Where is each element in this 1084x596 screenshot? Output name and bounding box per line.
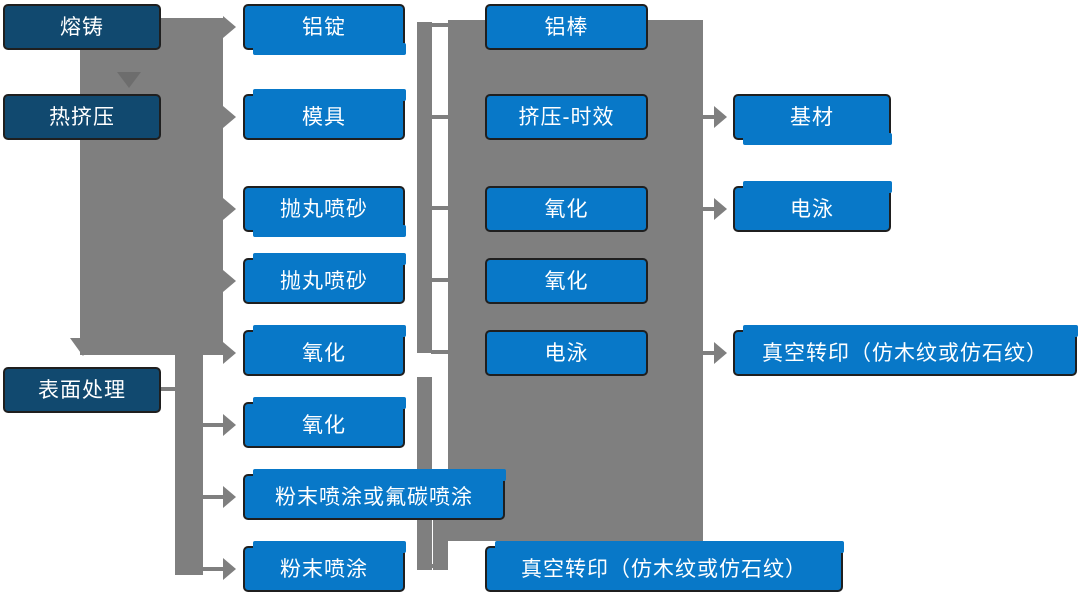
node-label: 氧化 xyxy=(544,197,589,221)
connector-mid-strip-bottom xyxy=(433,505,448,570)
connector-link-row2 xyxy=(431,115,449,119)
connector-stub-powder-coating xyxy=(203,567,223,571)
node-label: 基材 xyxy=(790,105,834,129)
node-hot-extrusion: 热挤压 xyxy=(3,94,161,140)
node-shot-blast-2: 抛丸喷砂 xyxy=(243,253,406,304)
node-powder-or-fluorocarbon: 粉末喷涂或氟碳喷涂 xyxy=(243,469,506,520)
node-label: 铝锭 xyxy=(302,15,346,39)
arrow-down-to-surface-treatment-icon xyxy=(70,338,96,356)
node-aluminum-rod: 铝棒 xyxy=(485,4,648,50)
node-oxidation-2: 氧化 xyxy=(243,397,406,448)
node-shot-blast-1: 抛丸喷砂 xyxy=(243,186,406,237)
node-label: 抛丸喷砂 xyxy=(280,197,368,221)
node-oxidation-4: 氧化 xyxy=(485,258,648,304)
arrow-to-shot-blast-1-icon xyxy=(223,198,236,220)
node-label: 真空转印（仿木纹或仿石纹） xyxy=(762,341,1048,365)
node-oxidation-1: 氧化 xyxy=(243,325,406,376)
node-powder-coating: 粉末喷涂 xyxy=(243,541,406,592)
node-oxidation-3: 氧化 xyxy=(485,186,648,232)
arrow-to-shot-blast-2-icon xyxy=(223,270,236,292)
connector-mid-bar-upper xyxy=(417,22,432,353)
node-label: 抛丸喷砂 xyxy=(280,269,368,293)
node-extrusion-aging: 挤压-时效 xyxy=(485,94,648,140)
node-label: 铝棒 xyxy=(544,15,589,39)
node-label: 氧化 xyxy=(302,341,346,365)
connector-link-row3 xyxy=(431,206,449,210)
connector-link-row1 xyxy=(431,23,449,27)
node-label: 热挤压 xyxy=(49,105,115,129)
connector-stub-vacuum-transfer-right xyxy=(703,351,715,355)
arrow-to-powder-fluorocarbon-icon xyxy=(223,486,236,508)
node-label: 粉末喷涂或氟碳喷涂 xyxy=(275,485,473,509)
node-label: 氧化 xyxy=(302,413,346,437)
node-label: 挤压-时效 xyxy=(518,105,615,129)
node-mold: 模具 xyxy=(243,89,406,140)
arrow-to-base-material-icon xyxy=(714,106,727,128)
node-label: 粉末喷涂 xyxy=(280,557,368,581)
node-label: 电泳 xyxy=(790,197,834,221)
node-electrophoresis-right: 电泳 xyxy=(733,181,892,232)
connector-stub-oxidation-2 xyxy=(203,423,223,427)
connector-stub-electrophoresis-right xyxy=(703,207,715,211)
connector-branch-bar-left xyxy=(175,355,203,575)
node-electrophoresis-mid: 电泳 xyxy=(485,330,648,376)
connector-stub-powder-fluorocarbon xyxy=(203,495,223,499)
arrow-to-oxidation-2-icon xyxy=(223,414,236,436)
arrow-to-electrophoresis-right-icon xyxy=(714,198,727,220)
node-melting-casting: 熔铸 xyxy=(3,4,161,50)
node-base-material: 基材 xyxy=(733,94,892,145)
connector-link-row5 xyxy=(431,350,449,354)
node-aluminum-ingot: 铝锭 xyxy=(243,4,406,55)
connector-stub-base-material xyxy=(703,115,715,119)
connector-trunk-left xyxy=(80,18,223,355)
connector-link-bottom xyxy=(417,564,448,568)
connector-link-row4 xyxy=(431,278,449,282)
node-label: 模具 xyxy=(302,105,346,129)
arrow-down-to-hot-extrusion-icon xyxy=(117,72,141,88)
arrow-to-oxidation-1-icon xyxy=(223,342,236,364)
connector-surface-treatment-line xyxy=(161,387,177,391)
node-label: 真空转印（仿木纹或仿石纹） xyxy=(521,557,807,581)
node-label: 熔铸 xyxy=(60,15,104,39)
node-label: 电泳 xyxy=(544,341,589,365)
node-surface-treatment: 表面处理 xyxy=(3,367,161,413)
arrow-to-aluminum-ingot-icon xyxy=(223,16,236,38)
node-label: 表面处理 xyxy=(38,378,126,402)
arrow-to-vacuum-transfer-right-icon xyxy=(714,342,727,364)
arrow-to-mold-icon xyxy=(223,106,236,128)
node-vacuum-transfer-bottom: 真空转印（仿木纹或仿石纹） xyxy=(485,541,844,592)
node-vacuum-transfer-right: 真空转印（仿木纹或仿石纹） xyxy=(733,325,1078,376)
node-label: 氧化 xyxy=(544,269,589,293)
arrow-to-powder-coating-icon xyxy=(223,558,236,580)
